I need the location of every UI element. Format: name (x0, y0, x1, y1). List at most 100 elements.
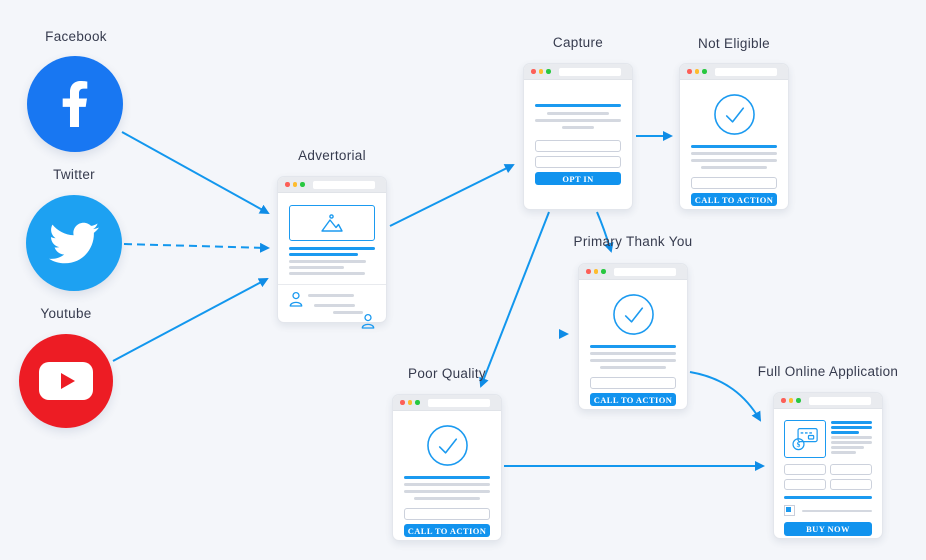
deco-line (802, 509, 872, 512)
deco-line (289, 272, 365, 275)
url-bar (613, 267, 676, 276)
deco-line (404, 483, 490, 486)
form-field (404, 508, 490, 520)
facebook-f-glyph (62, 81, 88, 127)
product-text-lines (831, 420, 872, 458)
browser-chrome (680, 64, 788, 80)
window-dot-red-icon (285, 182, 290, 187)
url-bar (808, 396, 871, 405)
credit-card-icon: $ (792, 427, 818, 451)
deco-line (590, 352, 676, 355)
window-dot-yellow-icon (292, 182, 297, 187)
window-dot-red-icon (400, 400, 405, 405)
browser-chrome (774, 393, 882, 409)
window-dot-green-icon (601, 269, 606, 274)
deco-line (289, 266, 345, 269)
window-dot-yellow-icon (788, 398, 793, 403)
source-label-youtube: Youtube (40, 306, 92, 321)
window-dot-green-icon (702, 69, 707, 74)
page-mock-body: OPT IN (524, 104, 632, 185)
edge-twitter-advertorial (123, 242, 270, 253)
node-not-eligible[interactable]: CALL TO ACTION (679, 63, 789, 210)
page-mock-body (278, 205, 386, 333)
deco-line (535, 104, 621, 107)
testimonial-section (289, 285, 375, 333)
browser-chrome (393, 395, 501, 411)
deco-line (831, 430, 859, 434)
testimonial-lines (308, 294, 363, 333)
call-to-action-button[interactable]: CALL TO ACTION (691, 193, 777, 206)
deco-line (547, 112, 609, 115)
node-label-poor-quality: Poor Quality (408, 366, 486, 381)
node-capture[interactable]: OPT IN (523, 63, 633, 210)
page-mock-body: $ (774, 420, 882, 536)
checkbox-icon (784, 505, 795, 516)
window-dot-green-icon (415, 400, 420, 405)
browser-chrome (579, 264, 687, 280)
node-advertorial[interactable] (277, 176, 387, 329)
deco-line (600, 366, 666, 369)
node-poor-quality[interactable]: CALL TO ACTION (392, 394, 502, 541)
call-to-action-button[interactable]: CALL TO ACTION (590, 393, 676, 406)
deco-line (289, 253, 358, 256)
node-full-online-application[interactable]: $ (773, 392, 883, 539)
deco-line (404, 490, 490, 493)
deco-line (561, 126, 595, 129)
deco-line (784, 496, 872, 499)
node-label-full-online-application: Full Online Application (757, 364, 899, 379)
check-circle-icon (426, 425, 468, 466)
form-field (784, 464, 826, 475)
svg-text:$: $ (797, 440, 801, 449)
browser-chrome (524, 64, 632, 80)
buy-now-button[interactable]: BUY NOW (784, 522, 872, 536)
node-label-not-eligible: Not Eligible (698, 36, 770, 51)
form-field (784, 479, 826, 490)
image-mountain-icon (321, 214, 343, 232)
deco-line (831, 450, 856, 454)
edge-facebook-advertorial (121, 131, 270, 214)
url-bar (558, 67, 621, 76)
page-mock-body: CALL TO ACTION (579, 293, 687, 406)
check-circle-icon (713, 94, 755, 135)
deco-line (831, 440, 872, 444)
hero-image-placeholder (289, 205, 375, 241)
node-primary-thank-you[interactable]: CALL TO ACTION (578, 263, 688, 410)
window-dot-yellow-icon (407, 400, 412, 405)
deco-line (590, 345, 676, 348)
person-icon (289, 291, 303, 307)
facebook-icon[interactable] (27, 56, 123, 152)
form-field (691, 177, 777, 189)
page-mock-body: CALL TO ACTION (393, 424, 501, 537)
deco-line (333, 311, 363, 314)
source-label-twitter: Twitter (53, 167, 95, 182)
deco-line (831, 425, 872, 429)
person-icon (361, 313, 375, 329)
window-dot-red-icon (531, 69, 536, 74)
browser-chrome (278, 177, 386, 193)
youtube-icon[interactable] (19, 334, 113, 428)
edge-advertorial-capture (389, 164, 515, 227)
window-dot-yellow-icon (593, 269, 598, 274)
window-dot-green-icon (796, 398, 801, 403)
deco-line (289, 247, 375, 250)
deco-line (590, 359, 676, 362)
window-dot-yellow-icon (694, 69, 699, 74)
opt-in-button[interactable]: OPT IN (535, 172, 621, 185)
source-label-facebook: Facebook (45, 29, 107, 44)
twitter-icon[interactable] (26, 195, 122, 291)
check-circle-icon (612, 294, 654, 335)
node-label-capture: Capture (552, 35, 604, 50)
window-dot-red-icon (586, 269, 591, 274)
form-field (590, 377, 676, 389)
twitter-bird-glyph (49, 222, 99, 264)
deco-line (831, 445, 864, 449)
deco-line (691, 152, 777, 155)
product-section: $ (784, 420, 872, 458)
deco-line (535, 119, 621, 122)
deco-line (414, 497, 480, 500)
form-field (830, 464, 872, 475)
window-dot-green-icon (300, 182, 305, 187)
deco-line (691, 145, 777, 148)
call-to-action-button[interactable]: CALL TO ACTION (404, 524, 490, 537)
